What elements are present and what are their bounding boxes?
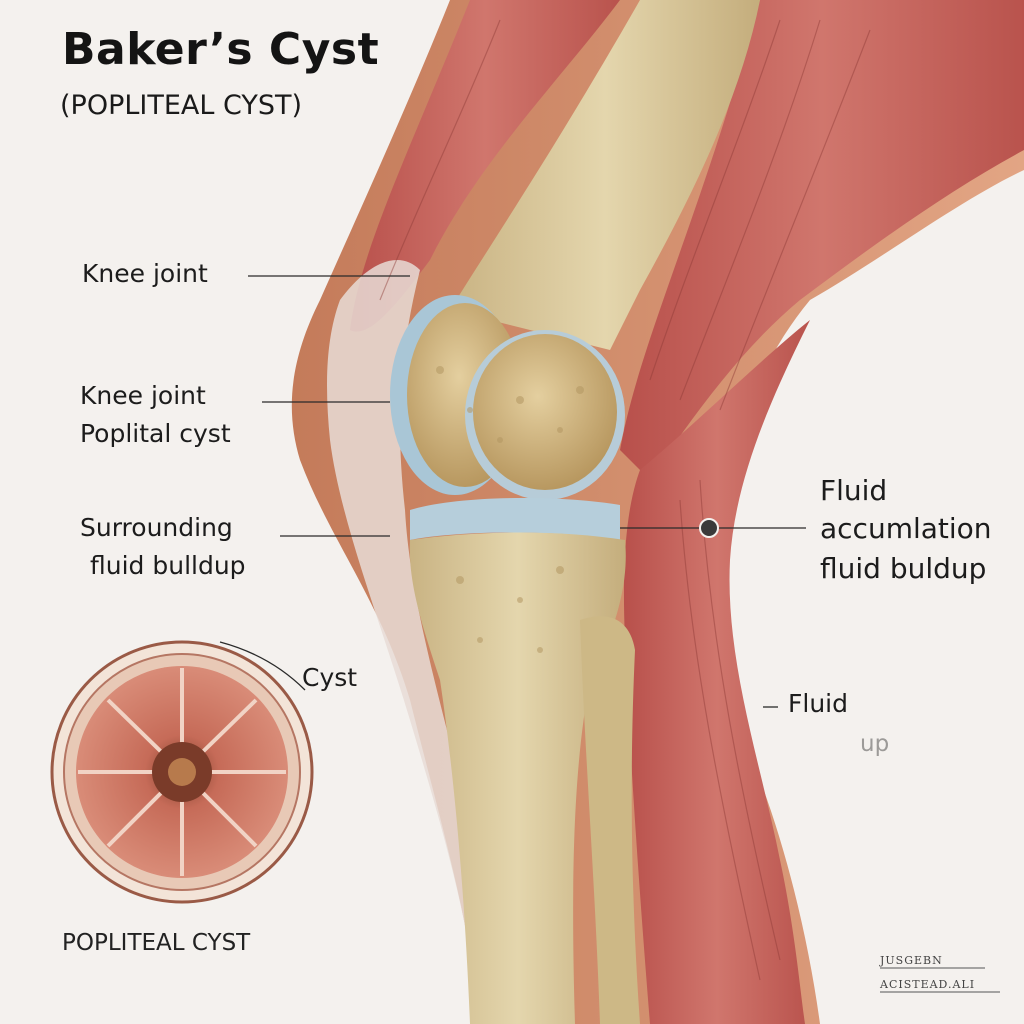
- tibia: [409, 532, 626, 1024]
- label-fluid-buildup-left: fluid bulldup: [90, 551, 246, 580]
- page-title: Baker’s Cyst: [62, 24, 380, 75]
- fluid-marker: [699, 518, 719, 538]
- label-faded-up: up: [860, 731, 890, 757]
- label-poplital-cyst: Poplital cyst: [80, 419, 231, 448]
- label-accumulation-right: accumlation: [820, 512, 992, 545]
- cyst-caption: POPLITEAL CYST: [62, 930, 251, 956]
- label-knee-joint-2: Knee joint: [80, 381, 206, 410]
- signature-line-2: ACISTEAD.ALI: [880, 978, 976, 991]
- fibula: [580, 616, 640, 1024]
- label-fluid-lower: Fluid: [788, 689, 848, 718]
- femur: [450, 0, 760, 350]
- label-cyst: Cyst: [302, 663, 358, 692]
- signature-line-1: JUSGEBN: [880, 954, 943, 967]
- calf-muscle: [623, 320, 810, 1024]
- label-fluid-right: Fluid: [820, 474, 888, 507]
- label-knee-joint-1: Knee joint: [82, 259, 208, 288]
- label-fluid-buildup-right: fluid buldup: [820, 552, 987, 585]
- thigh-muscle-front: [350, 0, 620, 332]
- label-surrounding: Surrounding: [80, 513, 233, 542]
- page-subtitle: (POPLITEAL CYST): [60, 90, 303, 121]
- meniscus: [410, 498, 620, 540]
- cyst-cross-section: [50, 640, 314, 904]
- thigh-muscle-back: [620, 0, 1024, 480]
